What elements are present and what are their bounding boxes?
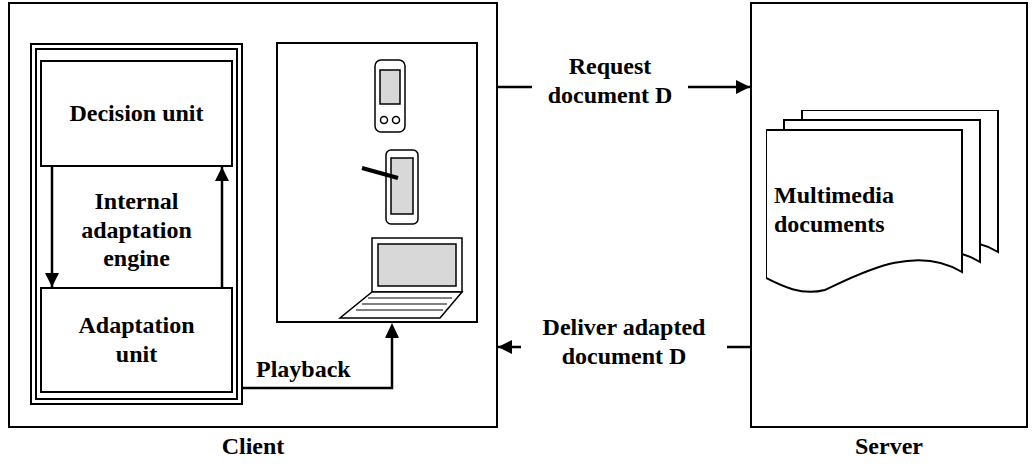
box-heading: Server — [855, 432, 923, 461]
process-box: Decision unit — [40, 60, 233, 167]
edge-label: Deliver adapted document D — [521, 313, 727, 371]
laptop-icon — [340, 238, 462, 318]
flow-label: Playback — [256, 355, 351, 384]
playback-arrow — [243, 323, 399, 388]
engine-label: Internal adaptation engine — [67, 187, 207, 273]
text-holder: Decision unit — [42, 62, 231, 165]
edge-label: Request document D — [532, 52, 688, 110]
unit-label: Decision unit — [69, 99, 203, 128]
adaptation-engine-box: Internal adaptation engine Decision unitA… — [30, 43, 243, 405]
unit-label: Adaptation unit — [67, 311, 207, 369]
arrow-connector — [51, 167, 54, 287]
box-heading: Client — [222, 432, 285, 461]
tablet-icon — [362, 150, 418, 224]
client-box: ClientInternal adaptation engineDecision… — [8, 2, 498, 428]
server-box: ServerMultimedia documents — [750, 2, 1028, 428]
text-holder: Client — [10, 432, 496, 461]
text-holder: Server — [752, 432, 1026, 461]
text-holder: Multimedia documents — [774, 170, 954, 250]
text-holder: Playback — [256, 355, 351, 384]
document-stack: Multimedia documents — [766, 110, 1000, 302]
device-box — [277, 43, 477, 322]
pda-icon — [375, 60, 405, 132]
document-label: Multimedia documents — [774, 181, 944, 239]
arrow-connector — [221, 167, 224, 287]
text-holder: Adaptation unit — [42, 289, 231, 391]
text-holder: Internal adaptation engine — [32, 173, 241, 287]
process-box: Adaptation unit — [40, 287, 233, 393]
